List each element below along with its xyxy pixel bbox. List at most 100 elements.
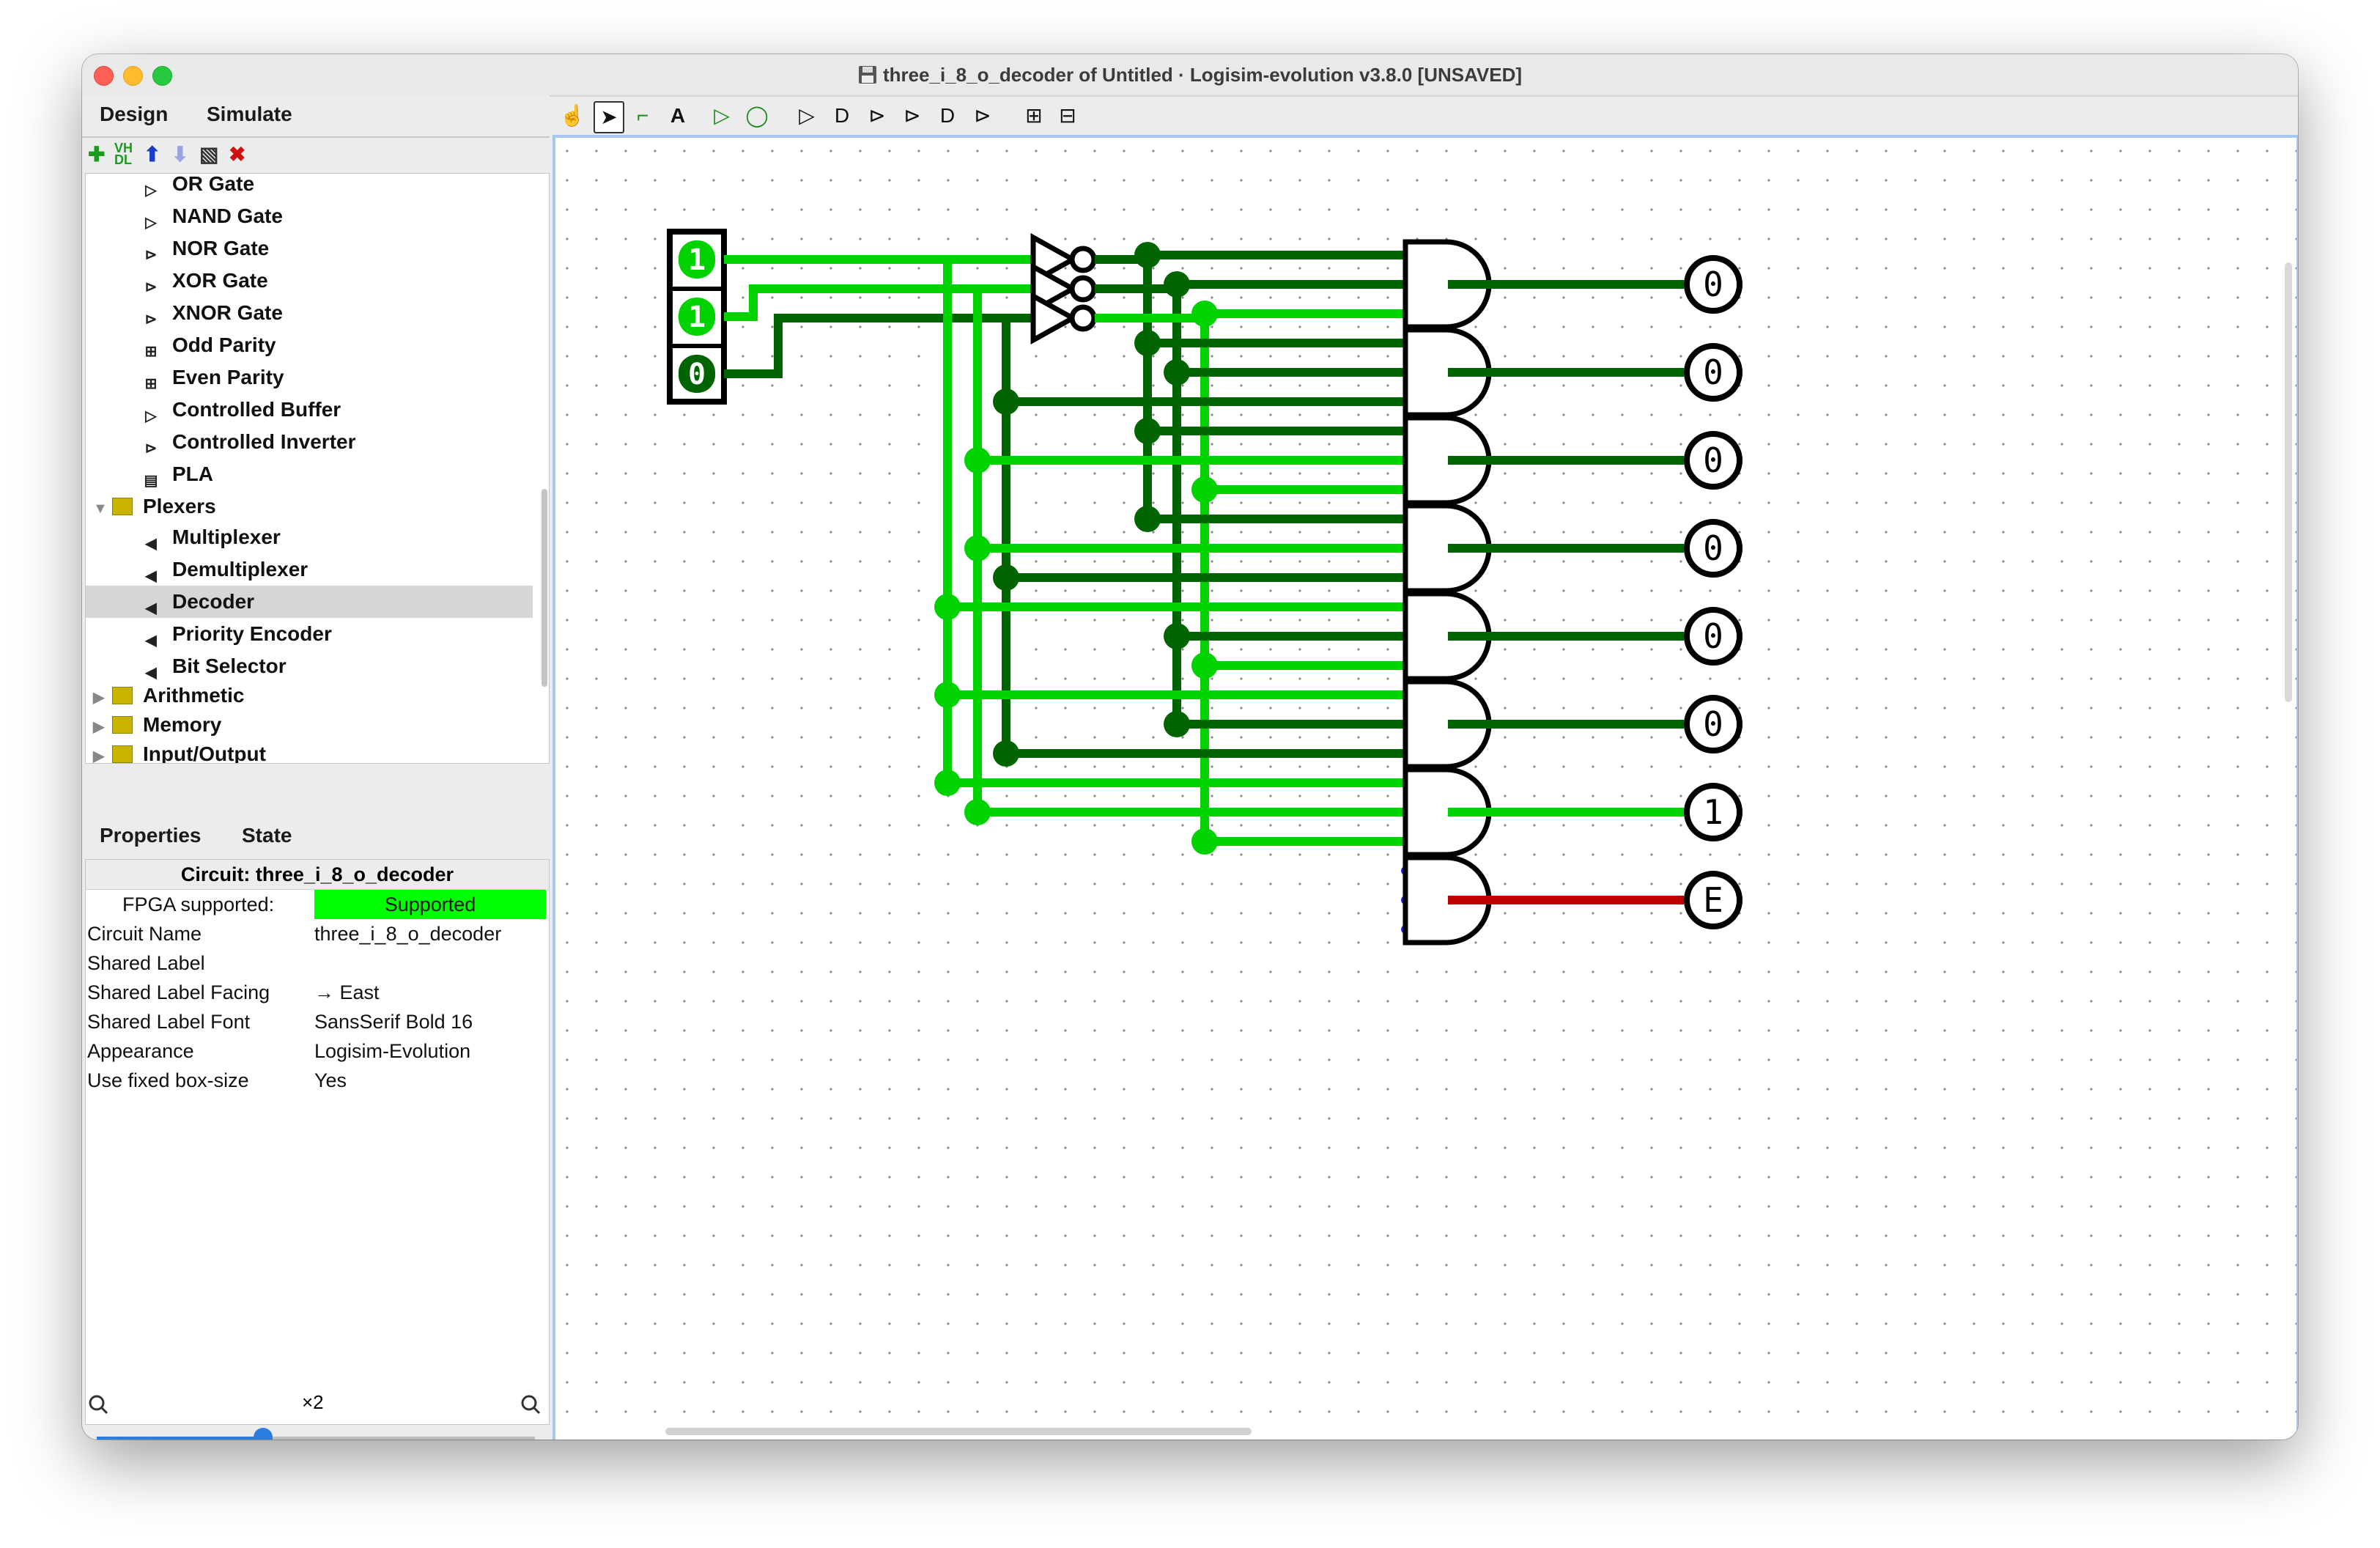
zoom-slider-track[interactable] xyxy=(97,1428,535,1440)
tree-item[interactable]: ⊳XNOR Gate xyxy=(140,297,283,329)
input-pin-value[interactable]: 1 xyxy=(688,301,706,334)
property-key: Circuit Name xyxy=(87,923,202,945)
zoom-in-icon[interactable] xyxy=(521,1395,541,1415)
zoom-slider-thumb[interactable] xyxy=(254,1428,273,1440)
output-pin-value: 1 xyxy=(1703,792,1723,832)
expand-arrow-icon[interactable]: ▶ xyxy=(93,748,105,764)
input-pin-value[interactable]: 0 xyxy=(688,358,706,391)
tab-divider xyxy=(82,136,550,138)
property-value[interactable]: SansSerif Bold 16 xyxy=(314,1011,473,1033)
wire[interactable] xyxy=(724,284,1039,321)
edit-appearance-icon[interactable]: ▧ xyxy=(199,143,219,166)
properties-state-tabs: Properties State xyxy=(82,817,550,858)
tree-item-label: Decoder xyxy=(172,590,255,613)
output-pin[interactable] xyxy=(1684,343,1742,402)
tree-item-label: PLA xyxy=(172,462,213,485)
tree-item[interactable]: ⊳XOR Gate xyxy=(140,265,268,297)
zoom-window-button[interactable] xyxy=(152,66,172,86)
simulation-tree-view-icon[interactable]: ⊟ xyxy=(1059,104,1076,127)
tree-item[interactable]: ▷OR Gate xyxy=(140,174,254,200)
tree-item-label: Priority Encoder xyxy=(172,622,332,645)
not-gate-tool-icon[interactable]: ▷ xyxy=(799,104,815,127)
input-pin-value[interactable]: 1 xyxy=(688,243,706,277)
tree-item[interactable]: ⊳Controlled Inverter xyxy=(140,426,356,458)
tab-simulate[interactable]: Simulate xyxy=(207,103,292,125)
expand-arrow-icon[interactable]: ▼ xyxy=(93,501,108,517)
tree-item[interactable]: ⊞Odd Parity xyxy=(140,329,276,361)
xor-gate-tool-icon[interactable]: ⊳ xyxy=(903,104,921,127)
output-pin[interactable] xyxy=(1684,519,1742,578)
tree-item[interactable]: ⊳NOR Gate xyxy=(140,232,270,265)
property-row[interactable]: Shared Label xyxy=(86,948,549,978)
minimize-window-button[interactable] xyxy=(123,66,143,86)
tree-item-label: NOR Gate xyxy=(172,237,270,259)
poke-tool-icon[interactable]: ☝ xyxy=(559,104,585,127)
property-value[interactable]: → East xyxy=(314,981,380,1003)
tab-state[interactable]: State xyxy=(242,824,292,847)
canvas-vertical-scrollbar[interactable] xyxy=(2285,262,2292,702)
expand-arrow-icon[interactable]: ▶ xyxy=(93,690,105,706)
canvas-horizontal-scrollbar[interactable] xyxy=(665,1428,1252,1435)
tree-item[interactable]: ◀Decoder xyxy=(86,586,533,618)
or-gate-tool-icon[interactable]: ⊳ xyxy=(868,104,886,127)
nor-gate-tool-icon[interactable]: ⊳ xyxy=(974,104,991,127)
move-down-icon[interactable]: ⬇ xyxy=(171,143,189,166)
tree-item[interactable]: ▤PLA xyxy=(140,458,213,490)
wire-junction xyxy=(1191,301,1218,327)
tree-item[interactable]: ▷NAND Gate xyxy=(140,200,283,232)
zoom-out-icon[interactable] xyxy=(89,1395,108,1415)
folder-icon xyxy=(112,498,133,515)
tree-folder[interactable]: ▶Arithmetic xyxy=(93,679,244,712)
tree-item[interactable]: ◀Bit Selector xyxy=(86,650,533,682)
tree-folder-label: Memory xyxy=(143,713,222,736)
output-pin[interactable] xyxy=(1684,783,1742,841)
output-pin[interactable] xyxy=(1684,871,1742,929)
expand-arrow-icon[interactable]: ▶ xyxy=(93,719,105,735)
move-up-icon[interactable]: ⬆ xyxy=(144,143,161,166)
property-row-fpga: FPGA supported: Supported xyxy=(86,890,549,919)
tab-properties[interactable]: Properties xyxy=(100,824,202,847)
property-value[interactable]: Logisim-Evolution xyxy=(314,1040,471,1062)
wire[interactable] xyxy=(1095,255,1152,507)
tree-scrollbar[interactable] xyxy=(542,489,547,687)
output-pin[interactable] xyxy=(1684,607,1742,666)
output-pin[interactable] xyxy=(1684,695,1742,753)
not-gate[interactable] xyxy=(1030,292,1079,344)
property-value[interactable]: Yes xyxy=(314,1069,347,1091)
select-tool-icon[interactable]: ➤ xyxy=(594,101,624,133)
output-pin-tool-icon[interactable]: ◯ xyxy=(745,104,769,127)
tab-design[interactable]: Design xyxy=(100,103,169,125)
tree-folder[interactable]: ▶ Memory xyxy=(93,709,221,741)
wire[interactable] xyxy=(724,314,1039,378)
tree-item[interactable]: ▷Controlled Buffer xyxy=(140,394,341,426)
delete-circuit-icon[interactable]: ✖ xyxy=(229,143,246,166)
property-value[interactable]: three_i_8_o_decoder xyxy=(314,923,502,945)
tree-item[interactable]: ⊞Even Parity xyxy=(140,361,284,394)
output-pin[interactable] xyxy=(1684,255,1742,314)
tree-item-label: Demultiplexer xyxy=(172,558,308,580)
wiring-tool-icon[interactable]: ⌐ xyxy=(636,104,649,127)
circuit-tree-view-icon[interactable]: ⊞ xyxy=(1025,104,1043,127)
input-pin-tool-icon[interactable]: ▷ xyxy=(714,104,730,127)
tree-item[interactable]: ◀Demultiplexer xyxy=(86,553,533,586)
output-pin[interactable] xyxy=(1684,431,1742,490)
tree-folder[interactable]: ▶Input/Output xyxy=(93,738,266,764)
property-row[interactable]: Circuit Name three_i_8_o_decoder xyxy=(86,919,549,948)
tree-item[interactable]: ◀Priority Encoder xyxy=(86,618,533,650)
and-gate-tool-icon[interactable]: D xyxy=(834,104,850,127)
wire-junction xyxy=(934,770,961,796)
tree-folder-plexers[interactable]: ▼Plexers xyxy=(93,490,216,523)
close-window-button[interactable] xyxy=(94,66,114,86)
tree-item[interactable]: ◀Multiplexer xyxy=(86,521,533,553)
property-row[interactable]: Shared Label Facing→ East xyxy=(86,978,549,1007)
nand-gate-tool-icon[interactable]: D xyxy=(939,104,956,127)
add-circuit-icon[interactable]: ✚ xyxy=(88,143,106,166)
wire[interactable] xyxy=(1095,284,1181,729)
text-tool-icon[interactable]: A xyxy=(670,104,686,127)
